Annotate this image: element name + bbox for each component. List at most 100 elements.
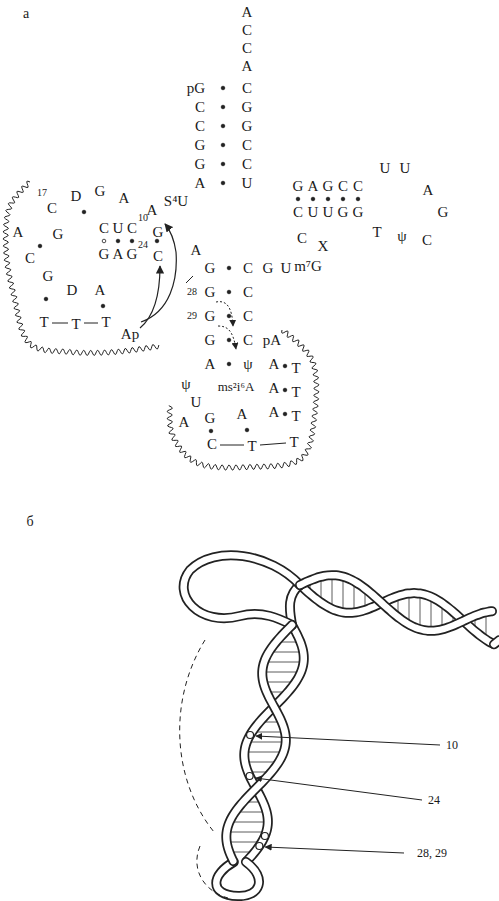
callout-number: 10 (446, 739, 458, 751)
base-rung (229, 822, 267, 823)
pair-dot (44, 297, 48, 301)
base-letter: G (95, 184, 106, 199)
tertiary-ribbon (180, 555, 499, 898)
ribbon-fill (244, 625, 303, 861)
ribbon-fill (226, 625, 292, 861)
ribbon-fill (290, 585, 300, 625)
pair-dot (341, 197, 345, 201)
base-letter: A (195, 176, 206, 191)
leader-arrow (256, 778, 422, 800)
base-letter: A (269, 381, 280, 396)
base-letter: C (338, 179, 348, 194)
site-pointers (246, 732, 440, 854)
base-letter: T (291, 361, 300, 376)
site-marker (246, 773, 253, 780)
base-letter: G (293, 179, 304, 194)
base-letter: D (71, 189, 82, 204)
callout-number: 28, 29 (417, 847, 447, 859)
pair-dot (296, 197, 300, 201)
pair-dot (221, 105, 225, 109)
pair-dot (101, 304, 105, 308)
pair-dot (221, 124, 225, 128)
pair-dot (38, 244, 42, 248)
base-letter: A (269, 357, 280, 372)
position-number: 17 (37, 188, 47, 198)
panel-label: а (23, 7, 29, 21)
base-letter: C (242, 81, 252, 96)
base-letter: G (353, 205, 364, 220)
pair-dot (221, 143, 225, 147)
attack-arrow (140, 266, 160, 328)
base-letter: G (263, 261, 274, 276)
pair-dot (221, 181, 225, 185)
base-letter: G (205, 309, 216, 324)
base-letter: T (291, 385, 300, 400)
pair-dot (311, 197, 315, 201)
base-letter: G (53, 227, 64, 242)
pair-dot (102, 239, 106, 243)
base-letter: S⁴U (164, 194, 188, 209)
pair-dot (227, 314, 231, 318)
leader-arrow (265, 847, 404, 853)
bond-line (260, 443, 286, 445)
base-letter: T (39, 315, 48, 330)
base-letter: A (13, 225, 24, 240)
base-letter: G (195, 157, 206, 172)
base-letter: T (101, 315, 110, 330)
base-rung (247, 742, 286, 743)
base-letter: A (191, 243, 202, 258)
ribbon-edge (216, 862, 259, 896)
base-letter: A (242, 59, 253, 74)
base-pairs (38, 86, 360, 433)
ribbon-edge (244, 625, 303, 861)
base-letter: C (243, 309, 253, 324)
base-letter: A (237, 407, 248, 422)
attack-arrow (141, 224, 176, 322)
wavy-line (3, 181, 159, 355)
base-rung (244, 752, 283, 753)
base-letter: G (195, 138, 206, 153)
base-rung (262, 672, 301, 673)
base-letter: C (153, 249, 163, 264)
base-letter: T (71, 317, 80, 332)
base-letter: C (127, 221, 137, 236)
ribbon-fill (300, 575, 492, 631)
pair-dot (116, 239, 120, 243)
base-letter: G (43, 269, 54, 284)
base-letter: ψ (397, 229, 406, 244)
base-letter: C (242, 23, 252, 38)
pair-dot (227, 338, 231, 342)
pair-dot (227, 266, 231, 270)
base-letter: G (99, 247, 110, 262)
base-letter: C (243, 285, 253, 300)
base-letter: A (242, 5, 253, 20)
base-letter: A (95, 283, 106, 298)
position-number: 10 (138, 213, 148, 223)
base-letter: U (242, 176, 253, 191)
base-letter: C (243, 333, 253, 348)
base-letter: C (297, 231, 307, 246)
dashed-arrow (216, 302, 233, 326)
protection-waves (3, 181, 319, 470)
wavy-line (167, 330, 319, 470)
ribbon-fill (494, 640, 499, 644)
base-rung (227, 832, 267, 833)
base-letter: A (147, 203, 158, 218)
pair-dot (130, 239, 134, 243)
pair-dot (356, 197, 360, 201)
base-letter: ψ (243, 357, 252, 372)
base-letter: A (423, 183, 434, 198)
base-letter: A (308, 179, 319, 194)
position-number: 28 (187, 287, 197, 297)
position-number: 29 (187, 311, 197, 321)
bond-line (220, 445, 244, 446)
base-letter: C (195, 119, 205, 134)
base-letter: T (247, 439, 256, 454)
base-letter: C (353, 179, 363, 194)
base-letter: pG (187, 81, 205, 96)
base-letter: C (99, 221, 109, 236)
base-letter: C (422, 233, 432, 248)
base-letter: C (243, 261, 253, 276)
pair-dot (326, 197, 330, 201)
